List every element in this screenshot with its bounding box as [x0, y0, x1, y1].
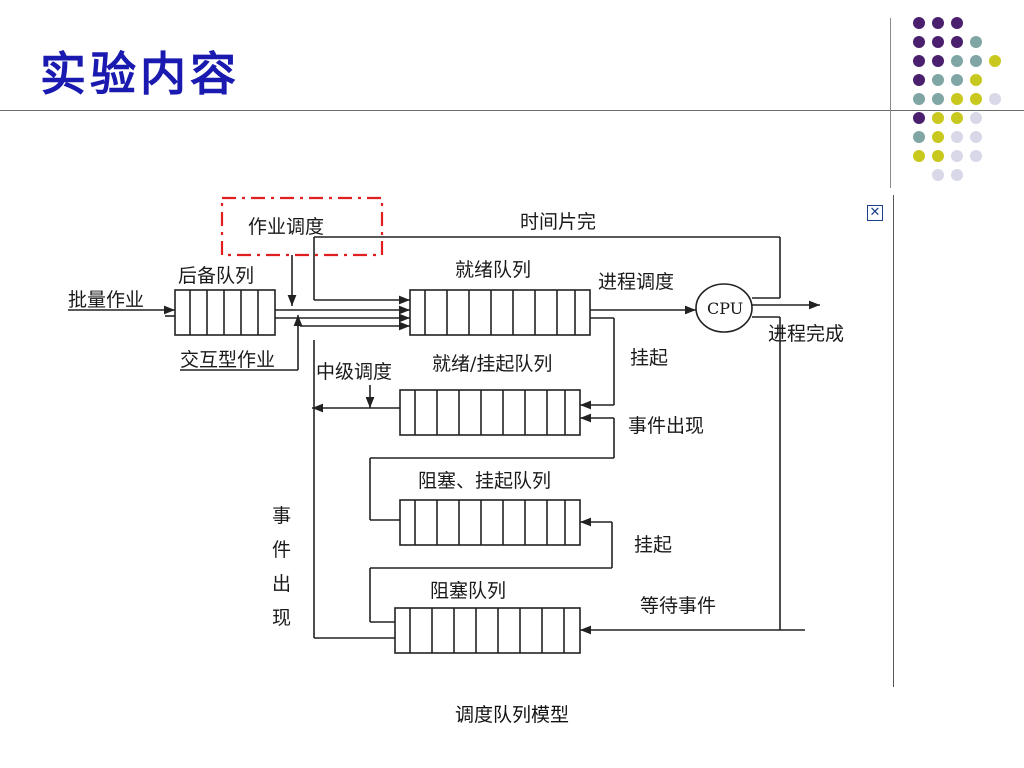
- figure-caption: 调度队列模型: [454, 704, 569, 726]
- label-interactive-job: 交互型作业: [180, 349, 275, 371]
- label-job-scheduling: 作业调度: [248, 216, 324, 238]
- label-process-scheduling: 进程调度: [598, 271, 674, 293]
- label-event-occurs-vertical-2: 件: [272, 539, 291, 561]
- blocked-queue-box: [394, 607, 581, 654]
- slide-title: 实验内容: [40, 47, 240, 101]
- label-event-occurs-vertical-4: 现: [272, 607, 291, 629]
- label-event-occurs: 事件出现: [628, 415, 704, 437]
- blocked-suspend-queue-box: [399, 499, 581, 546]
- label-suspend-1: 挂起: [630, 347, 668, 369]
- label-wait-event: 等待事件: [640, 595, 716, 617]
- label-backup-queue: 后备队列: [178, 265, 254, 287]
- cpu-node: [695, 283, 753, 333]
- label-event-occurs-vertical-3: 出: [272, 573, 291, 595]
- label-time-slice-done: 时间片完: [520, 211, 596, 233]
- label-process-done: 进程完成: [768, 323, 844, 345]
- job-scheduling-highlight: [220, 196, 384, 257]
- label-medium-scheduling: 中级调度: [316, 361, 392, 383]
- label-ready-suspend-queue: 就绪/挂起队列: [432, 353, 552, 375]
- close-icon[interactable]: ✕: [867, 205, 883, 221]
- label-blocked-suspend-queue: 阻塞、挂起队列: [418, 470, 551, 492]
- label-cpu: CPU: [707, 299, 743, 318]
- ready-suspend-queue-box: [399, 389, 581, 436]
- backup-queue-box: [174, 289, 276, 336]
- label-ready-queue: 就绪队列: [455, 259, 531, 281]
- label-batch-job: 批量作业: [68, 289, 144, 311]
- label-blocked-queue: 阻塞队列: [430, 580, 506, 602]
- image-edge: [893, 195, 894, 687]
- label-suspend-2: 挂起: [634, 534, 672, 556]
- label-event-occurs-vertical-1: 事: [272, 505, 291, 527]
- vertical-divider: [890, 18, 891, 188]
- ready-queue-box: [409, 289, 591, 336]
- title-divider: [0, 110, 1024, 111]
